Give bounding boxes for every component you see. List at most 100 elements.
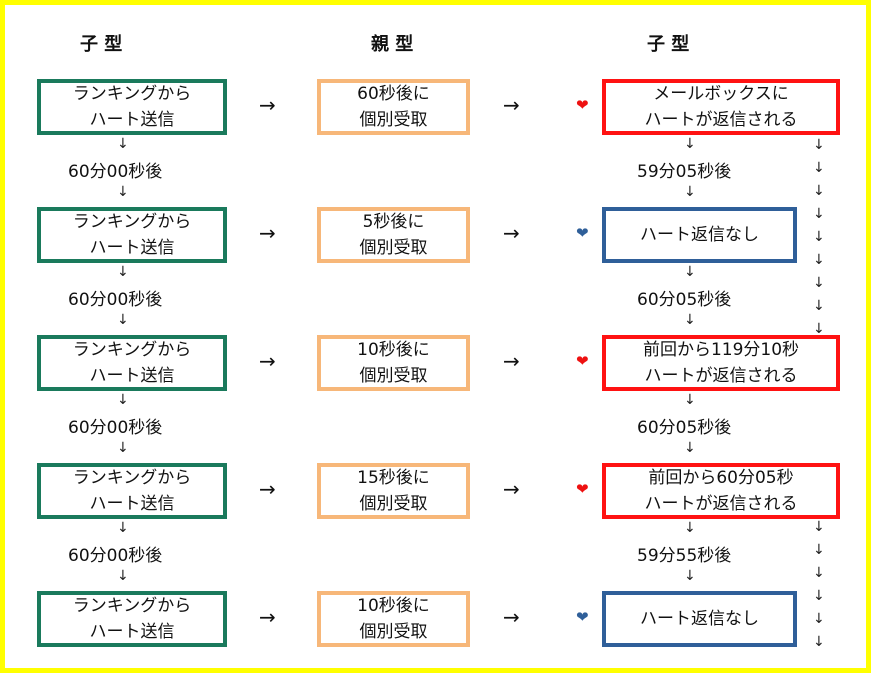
- heart-icon: ❤: [576, 480, 589, 498]
- send-heart-box-line: ハート送信: [89, 366, 175, 386]
- down-arrow: ↓: [117, 440, 129, 456]
- left-interval-label: 60分00秒後: [68, 290, 163, 310]
- reply-result-box-line: ハートが返信される: [644, 110, 798, 130]
- down-arrow: ↓: [813, 229, 825, 245]
- right-interval-label: 59分55秒後: [637, 546, 732, 566]
- down-arrow: ↓: [684, 440, 696, 456]
- reply-result-box: 前回から119分10秒ハートが返信される: [602, 335, 840, 391]
- down-arrow: ↓: [117, 568, 129, 584]
- receive-timing-box-line: 60秒後に: [357, 84, 430, 104]
- reply-result-box-line: 前回から60分05秒: [648, 468, 794, 488]
- down-arrow: ↓: [684, 136, 696, 152]
- send-heart-box-line: ハート送信: [89, 494, 175, 514]
- reply-result-box: メールボックスにハートが返信される: [602, 79, 840, 135]
- receive-timing-box-line: 個別受取: [359, 110, 428, 130]
- down-arrow: ↓: [117, 312, 129, 328]
- reply-result-box: ハート返信なし: [602, 207, 797, 263]
- receive-timing-box-line: 10秒後に: [357, 340, 430, 360]
- receive-timing-box-line: 15秒後に: [357, 468, 430, 488]
- right-arrow: →: [503, 221, 520, 245]
- down-arrow: ↓: [813, 542, 825, 558]
- down-arrow: ↓: [117, 136, 129, 152]
- send-heart-box-line: ランキングから: [72, 596, 192, 616]
- down-arrow: ↓: [813, 321, 825, 337]
- down-arrow: ↓: [813, 298, 825, 314]
- receive-timing-box: 15秒後に個別受取: [317, 463, 470, 519]
- receive-timing-box: 5秒後に個別受取: [317, 207, 470, 263]
- down-arrow: ↓: [813, 137, 825, 153]
- send-heart-box-line: ハート送信: [89, 238, 175, 258]
- down-arrow: ↓: [813, 519, 825, 535]
- down-arrow: ↓: [813, 275, 825, 291]
- send-heart-box: ランキングからハート送信: [37, 463, 227, 519]
- down-arrow: ↓: [684, 392, 696, 408]
- receive-timing-box-line: 個別受取: [359, 366, 428, 386]
- send-heart-box: ランキングからハート送信: [37, 207, 227, 263]
- send-heart-box: ランキングからハート送信: [37, 335, 227, 391]
- receive-timing-box-line: 個別受取: [359, 622, 428, 642]
- send-heart-box-line: ランキングから: [72, 340, 192, 360]
- right-interval-label: 59分05秒後: [637, 162, 732, 182]
- down-arrow: ↓: [813, 206, 825, 222]
- down-arrow: ↓: [813, 565, 825, 581]
- receive-timing-box: 60秒後に個別受取: [317, 79, 470, 135]
- receive-timing-box-line: 個別受取: [359, 238, 428, 258]
- right-arrow: →: [503, 477, 520, 501]
- send-heart-box-line: ランキングから: [72, 468, 192, 488]
- receive-timing-box: 10秒後に個別受取: [317, 591, 470, 647]
- reply-result-box-line: メールボックスに: [653, 84, 789, 104]
- right-arrow: →: [503, 349, 520, 373]
- send-heart-box-line: ハート送信: [89, 110, 175, 130]
- receive-timing-box-line: 個別受取: [359, 494, 428, 514]
- down-arrow: ↓: [813, 611, 825, 627]
- down-arrow: ↓: [813, 252, 825, 268]
- right-arrow: →: [259, 605, 276, 629]
- send-heart-box-line: ランキングから: [72, 84, 192, 104]
- right-arrow: →: [259, 93, 276, 117]
- right-arrow: →: [259, 477, 276, 501]
- left-interval-label: 60分00秒後: [68, 418, 163, 438]
- heart-icon: ❤: [576, 608, 589, 626]
- reply-result-box: ハート返信なし: [602, 591, 797, 647]
- send-heart-box-line: ランキングから: [72, 212, 192, 232]
- down-arrow: ↓: [684, 568, 696, 584]
- reply-result-box-line: 前回から119分10秒: [642, 340, 800, 360]
- header-parent: 親 型: [371, 34, 414, 55]
- right-arrow: →: [503, 93, 520, 117]
- header-child-left: 子 型: [80, 34, 123, 55]
- receive-timing-box-line: 10秒後に: [357, 596, 430, 616]
- down-arrow: ↓: [117, 184, 129, 200]
- down-arrow: ↓: [117, 264, 129, 280]
- reply-result-box-line: ハートが返信される: [644, 366, 798, 386]
- heart-icon: ❤: [576, 352, 589, 370]
- receive-timing-box: 10秒後に個別受取: [317, 335, 470, 391]
- down-arrow: ↓: [684, 520, 696, 536]
- down-arrow: ↓: [813, 588, 825, 604]
- send-heart-box-line: ハート送信: [89, 622, 175, 642]
- right-interval-label: 60分05秒後: [637, 290, 732, 310]
- right-arrow: →: [259, 221, 276, 245]
- right-arrow: →: [259, 349, 276, 373]
- left-interval-label: 60分00秒後: [68, 162, 163, 182]
- left-interval-label: 60分00秒後: [68, 546, 163, 566]
- right-arrow: →: [503, 605, 520, 629]
- reply-result-box-line: ハート返信なし: [640, 225, 759, 245]
- send-heart-box: ランキングからハート送信: [37, 591, 227, 647]
- send-heart-box: ランキングからハート送信: [37, 79, 227, 135]
- reply-result-box-line: ハートが返信される: [644, 494, 798, 514]
- down-arrow: ↓: [117, 520, 129, 536]
- down-arrow: ↓: [684, 264, 696, 280]
- down-arrow: ↓: [813, 634, 825, 650]
- down-arrow: ↓: [684, 184, 696, 200]
- right-interval-label: 60分05秒後: [637, 418, 732, 438]
- down-arrow: ↓: [813, 160, 825, 176]
- down-arrow: ↓: [117, 392, 129, 408]
- down-arrow: ↓: [813, 183, 825, 199]
- heart-icon: ❤: [576, 96, 589, 114]
- down-arrow: ↓: [684, 312, 696, 328]
- reply-result-box: 前回から60分05秒ハートが返信される: [602, 463, 840, 519]
- receive-timing-box-line: 5秒後に: [362, 212, 425, 232]
- heart-icon: ❤: [576, 224, 589, 242]
- reply-result-box-line: ハート返信なし: [640, 609, 759, 629]
- header-child-right: 子 型: [647, 34, 690, 55]
